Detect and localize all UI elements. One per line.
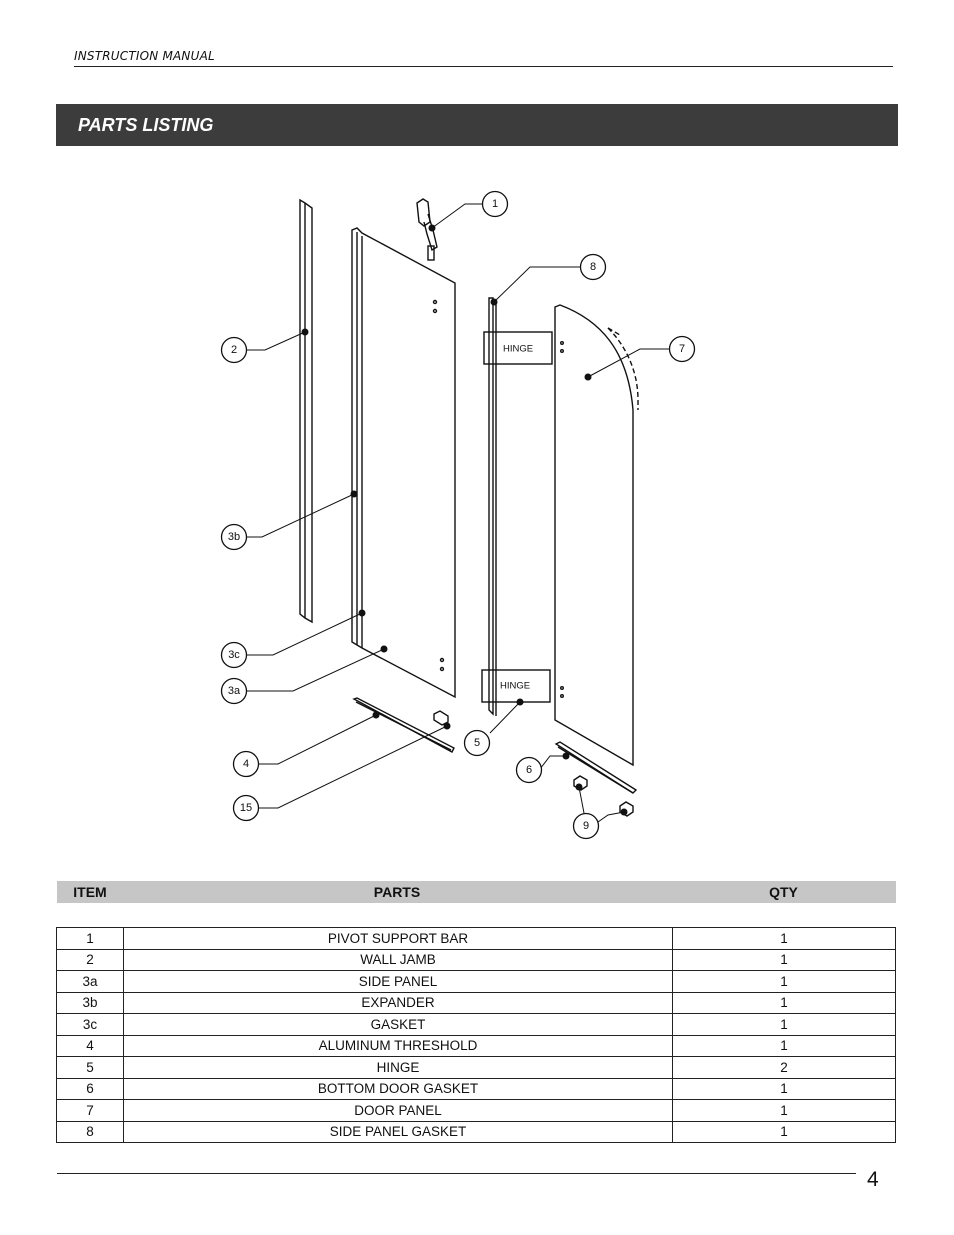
door-panel-drawing <box>554 304 639 767</box>
header-item: ITEM <box>73 884 107 900</box>
callout-3c-label: 3c <box>228 649 240 661</box>
item-cell: 5 <box>56 1056 124 1079</box>
callout-15-circle <box>232 794 260 822</box>
aluminum-threshold-drawing <box>352 697 455 753</box>
part-cell: HINGE <box>123 1056 673 1079</box>
footer-rule <box>57 1173 856 1174</box>
callout-3a-circle <box>220 677 248 705</box>
callout-3a-label: 3a <box>228 685 241 697</box>
item-cell: 3b <box>56 991 124 1014</box>
item-cell: 3a <box>56 970 124 993</box>
callout-7-label: 7 <box>679 343 685 355</box>
callout-9-label: 9 <box>583 820 589 832</box>
callout-8-label: 8 <box>590 261 596 273</box>
qty-cell: 1 <box>672 927 896 950</box>
header-parts: PARTS <box>373 884 421 900</box>
part-cell: BOTTOM DOOR GASKET <box>123 1077 673 1100</box>
side-panel-drawing <box>351 227 456 699</box>
header-qty: QTY <box>769 884 798 900</box>
qty-cell: 1 <box>672 948 896 971</box>
qty-cell: 1 <box>672 1099 896 1122</box>
item-cell: 2 <box>56 948 124 971</box>
side-panel-gasket-drawing <box>488 297 497 716</box>
callout-15-label: 15 <box>240 802 252 814</box>
section-title: PARTS LISTING <box>78 115 214 135</box>
qty-cell: 1 <box>672 1034 896 1057</box>
exploded-parts-diagram: 1 2 3a 3b 3c 4 5 6 7 8 9 15 HINGE HINGE <box>220 190 696 840</box>
part-cell: SIDE PANEL <box>123 970 673 993</box>
callout-6-label: 6 <box>526 764 532 776</box>
hinge-label-bottom: HINGE <box>500 681 530 692</box>
item-cell: 1 <box>56 927 124 950</box>
part-cell: EXPANDER <box>123 991 673 1014</box>
callout-2-circle <box>220 336 248 364</box>
part-cell: PIVOT SUPPORT BAR <box>123 927 673 950</box>
callout-3b-circle <box>220 523 248 551</box>
section-banner: PARTS LISTING <box>56 104 898 146</box>
callout-9-circle <box>572 812 600 840</box>
part-cell: ALUMINUM THRESHOLD <box>123 1034 673 1057</box>
clip-15-drawing <box>433 710 449 726</box>
qty-cell: 1 <box>672 970 896 993</box>
callout-1-label: 1 <box>492 198 498 210</box>
qty-cell: 2 <box>672 1056 896 1079</box>
wall-jamb-drawing <box>299 198 313 624</box>
callout-4-label: 4 <box>243 758 249 770</box>
manual-header-label: INSTRUCTION MANUAL <box>74 49 215 63</box>
callout-8-circle <box>579 253 607 281</box>
hardware-9-drawing <box>573 775 634 817</box>
qty-cell: 1 <box>672 1120 896 1143</box>
header-rule <box>74 66 893 67</box>
qty-cell: 1 <box>672 991 896 1014</box>
hinge-label-top: HINGE <box>503 344 533 355</box>
callout-3c-circle <box>220 641 248 669</box>
item-cell: 3c <box>56 1013 124 1036</box>
callout-1-circle <box>481 190 509 218</box>
item-cell: 7 <box>56 1099 124 1122</box>
hinge-box-top <box>483 331 553 365</box>
part-cell: GASKET <box>123 1013 673 1036</box>
qty-cell: 1 <box>672 1013 896 1036</box>
item-cell: 4 <box>56 1034 124 1057</box>
part-cell: SIDE PANEL GASKET <box>123 1120 673 1143</box>
bottom-door-gasket-drawing <box>554 741 638 794</box>
part-cell: WALL JAMB <box>123 948 673 971</box>
callout-4-circle <box>232 750 260 778</box>
callout-5-label: 5 <box>474 737 480 749</box>
item-cell: 8 <box>56 1120 124 1143</box>
page-number: 4 <box>867 1168 879 1191</box>
part-cell: DOOR PANEL <box>123 1099 673 1122</box>
callout-2-label: 2 <box>231 344 237 356</box>
callout-3b-label: 3b <box>228 531 240 543</box>
callout-5-circle <box>463 729 491 757</box>
item-cell: 6 <box>56 1077 124 1100</box>
callout-7-circle <box>668 335 696 363</box>
qty-cell: 1 <box>672 1077 896 1100</box>
callout-6-circle <box>515 756 543 784</box>
parts-table-header: ITEM PARTS QTY <box>57 881 896 903</box>
hinge-box-bottom <box>481 669 551 703</box>
